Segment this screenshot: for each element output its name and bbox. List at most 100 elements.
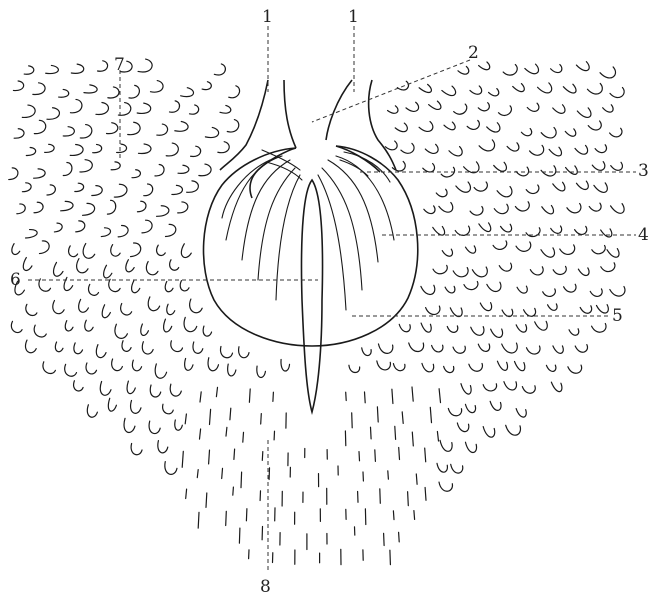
scale-mark [538, 80, 555, 97]
central-column [301, 180, 322, 412]
central-body [204, 80, 418, 412]
scale-mark [439, 389, 440, 403]
scale-mark [595, 142, 608, 155]
scale-mark [467, 118, 481, 132]
scale-mark [130, 360, 142, 372]
scale-mark [549, 144, 563, 159]
label-7: 7 [114, 55, 125, 75]
scale-mark [125, 381, 137, 395]
scale-mark [129, 85, 140, 100]
scale-mark [71, 63, 84, 74]
scale-mark [439, 199, 455, 215]
scale-mark [63, 126, 74, 136]
scale-mark [611, 160, 625, 173]
scale-mark [489, 86, 501, 98]
right-arm [369, 80, 396, 170]
scale-mark [154, 245, 167, 257]
scale-mark [273, 392, 274, 401]
scale-mark [109, 359, 123, 372]
scale-mark [517, 283, 529, 295]
scale-mark [234, 449, 235, 459]
scale-mark [414, 511, 415, 520]
scale-mark [447, 323, 459, 334]
scale-mark [423, 161, 437, 175]
scale-mark [607, 245, 621, 260]
scale-mark [181, 87, 195, 99]
scale-mark [63, 321, 74, 333]
scale-mark [553, 102, 567, 116]
scale-mark [26, 147, 35, 155]
scale-mark [551, 379, 563, 393]
scale-mark [40, 362, 56, 375]
scale-mark [165, 304, 177, 316]
scale-mark [465, 402, 476, 414]
scale-mark [445, 283, 456, 294]
scale-mark [553, 342, 565, 355]
scale-mark [218, 141, 230, 155]
scale-mark [516, 406, 528, 419]
scale-mark [22, 105, 35, 119]
scale-mark [502, 339, 520, 356]
scale-mark [173, 420, 183, 431]
scale-mark [437, 462, 448, 474]
scale-mark [483, 424, 496, 439]
scale-mark [96, 102, 109, 116]
scale-mark [425, 448, 426, 462]
scale-mark [256, 366, 266, 378]
scale-mark [34, 120, 46, 134]
scale-mark [439, 480, 453, 493]
scale-mark [25, 229, 37, 238]
scale-mark [432, 342, 445, 353]
scale-mark [237, 347, 250, 359]
scale-mark [521, 126, 533, 138]
scale-mark [490, 398, 502, 411]
label-1-right: 1 [348, 7, 359, 27]
scale-mark [112, 324, 129, 340]
scale-mark [575, 142, 590, 157]
scale-mark [542, 202, 556, 216]
scale-mark [129, 443, 143, 455]
scale-mark [201, 326, 212, 337]
scale-mark [352, 413, 353, 428]
scale-mark [569, 326, 580, 337]
scale-mark [491, 325, 505, 339]
scale-mark [147, 421, 161, 435]
scale-mark [82, 320, 94, 332]
scale-mark [169, 100, 180, 114]
scale-mark [592, 243, 607, 257]
scale-mark [480, 299, 493, 313]
scale-mark [610, 126, 624, 140]
scale-mark [589, 200, 603, 213]
scale-mark [384, 533, 385, 545]
scale-mark [437, 432, 438, 442]
scale-mark [502, 306, 514, 318]
scale-mark [575, 341, 589, 354]
scale-mark [548, 301, 559, 312]
label-4: 4 [638, 225, 649, 245]
scale-mark [457, 420, 470, 433]
scale-mark [611, 200, 627, 216]
label-1-left: 1 [262, 7, 273, 27]
scale-mark [229, 85, 241, 100]
scale-mark [563, 81, 578, 96]
scale-mark [526, 182, 541, 196]
scale-mark [442, 83, 458, 99]
scale-mark [541, 124, 558, 141]
scale-mark [20, 258, 34, 273]
scale-mark [588, 118, 603, 133]
scale-mark [470, 204, 485, 218]
scale-mark [73, 259, 90, 275]
scale-mark [409, 339, 425, 354]
scale-mark [392, 389, 393, 403]
scale-mark [406, 100, 421, 115]
scale-mark [388, 104, 400, 116]
scale-mark [479, 219, 493, 234]
scale-mark [506, 421, 523, 437]
scale-mark [142, 220, 153, 233]
scale-mark [451, 462, 464, 474]
scale-mark [178, 202, 188, 213]
scale-mark [9, 244, 21, 256]
scale-mark [98, 381, 113, 396]
scale-mark [419, 82, 433, 96]
